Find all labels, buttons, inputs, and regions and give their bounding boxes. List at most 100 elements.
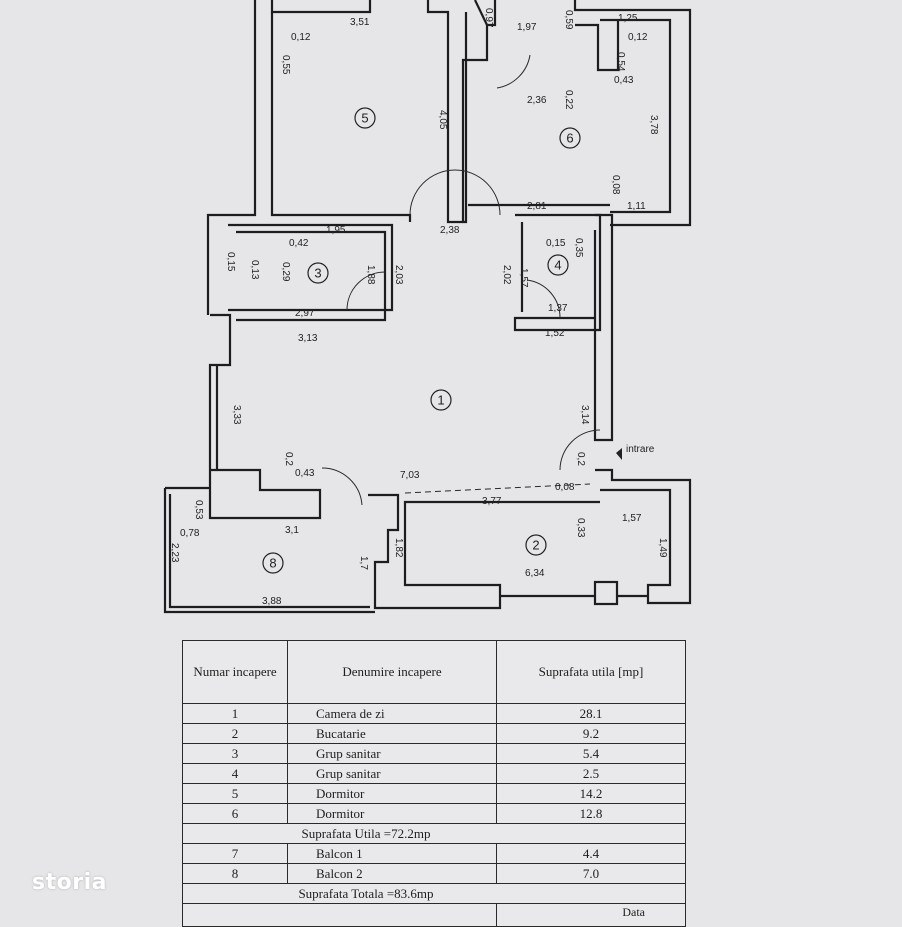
entrance-marker: intrare	[616, 444, 655, 460]
room-nr: 4	[182, 763, 288, 784]
dimension-label: 0,59	[563, 10, 574, 30]
room-nr: 6	[182, 803, 288, 824]
dimension-label: 0,53	[193, 500, 204, 520]
room-number-marker: 4	[547, 254, 569, 276]
room-number-marker: 3	[307, 262, 329, 284]
dimension-label: 2,97	[295, 308, 315, 319]
room-name: Balcon 2	[287, 863, 497, 884]
room-number-marker: 1	[430, 389, 452, 411]
subtotal-row: Suprafata Utila =72.2mp	[182, 823, 686, 844]
dimension-label: 0,15	[225, 252, 236, 272]
room-circle	[559, 127, 581, 149]
dimension-label: 7,03	[400, 470, 420, 481]
dimension-label: 0,08	[610, 175, 621, 195]
room-number-marker: 5	[354, 107, 376, 129]
total-row: Suprafata Totala =83.6mp	[182, 883, 686, 904]
footer-row: Data	[182, 903, 686, 927]
room-nr: 5	[182, 783, 288, 804]
dimension-label: 2,38	[440, 225, 460, 236]
header-room-number: Numar incapere	[182, 640, 288, 704]
room-circle	[262, 552, 284, 574]
dimension-label: 0,2	[283, 452, 294, 466]
dimension-label: 0,54	[615, 52, 626, 72]
storia-watermark-logo: storia	[32, 870, 107, 895]
dimension-label: 0,43	[614, 75, 634, 86]
room-circle	[307, 262, 329, 284]
room-name: Dormitor	[287, 803, 497, 824]
dimension-label: 1,82	[393, 538, 404, 558]
dimension-label: 1,49	[657, 538, 668, 558]
dimension-label: 1,57	[518, 268, 529, 288]
dimension-label: 4,05	[437, 110, 448, 130]
room-nr: 1	[182, 703, 288, 724]
room-number: 6	[566, 131, 573, 146]
dimension-label: 3,33	[231, 405, 242, 425]
room-nr: 7	[182, 843, 288, 864]
dimension-label: 1,88	[365, 265, 376, 285]
dimension-label: 2,23	[169, 543, 180, 563]
dimension-label: 0,12	[291, 32, 311, 43]
room-area: 12.8	[496, 803, 686, 824]
total-text: Suprafata Totala =83.6mp	[182, 883, 686, 904]
room-area: 2.5	[496, 763, 686, 784]
table-header: Numar incapere Denumire incapere Suprafa…	[182, 640, 686, 704]
room-name: Camera de zi	[287, 703, 497, 724]
room-area: 7.0	[496, 863, 686, 884]
dimension-label: 3,14	[579, 405, 590, 425]
room-nr: 2	[182, 723, 288, 744]
room-numbers: 1 2 3 4 5 6 8	[262, 107, 581, 574]
room-circle	[525, 534, 547, 556]
dimension-label: 0,08	[555, 482, 575, 493]
room-area: 28.1	[496, 703, 686, 724]
dimension-label: 0,97	[483, 8, 494, 28]
dimension-label: 3,88	[262, 596, 282, 607]
footer-date-label: Data	[496, 903, 686, 927]
dimension-label: 0,43	[295, 468, 315, 479]
dimension-label: 0,33	[575, 518, 586, 538]
dimension-label: 0,12	[628, 32, 648, 43]
dimension-label: 1,95	[326, 225, 346, 236]
room-number: 8	[269, 556, 276, 571]
dimension-label: 0,13	[249, 260, 260, 280]
room-nr: 3	[182, 743, 288, 764]
dimension-label: 0,29	[280, 262, 291, 282]
dimension-label: 0,42	[289, 238, 309, 249]
room-number: 3	[314, 266, 321, 281]
dimension-label: 0,2	[575, 452, 586, 466]
room-number: 5	[361, 111, 368, 126]
dimension-label: 0,35	[573, 238, 584, 258]
dimension-label: 0,22	[563, 90, 574, 110]
room-number-marker: 2	[525, 534, 547, 556]
dimension-label: 2,02	[501, 265, 512, 285]
room-circle	[430, 389, 452, 411]
dimension-label: 1,57	[622, 513, 642, 524]
dimension-label: 6,34	[525, 568, 545, 579]
dimension-label: 2,36	[527, 95, 547, 106]
room-name: Dormitor	[287, 783, 497, 804]
room-area: 5.4	[496, 743, 686, 764]
header-area: Suprafata utila [mp]	[496, 640, 686, 704]
room-area: 4.4	[496, 843, 686, 864]
dimension-label: 0,15	[546, 238, 566, 249]
dimension-label: 0,55	[280, 55, 291, 75]
dimension-label: 1,37	[548, 303, 568, 314]
dimension-label: 3,51	[350, 17, 370, 28]
dimension-label: 2,81	[527, 201, 547, 212]
room-areas-table: Numar incapere Denumire incapere Suprafa…	[182, 640, 686, 927]
footer-cell	[182, 903, 497, 927]
subtotal-text: Suprafata Utila =72.2mp	[182, 823, 686, 844]
dimension-label: 3,13	[298, 333, 318, 344]
dimension-label: 1,7	[358, 556, 369, 570]
dimension-label: 0,78	[180, 528, 200, 539]
room-name: Grup sanitar	[287, 743, 497, 764]
room-area: 14.2	[496, 783, 686, 804]
